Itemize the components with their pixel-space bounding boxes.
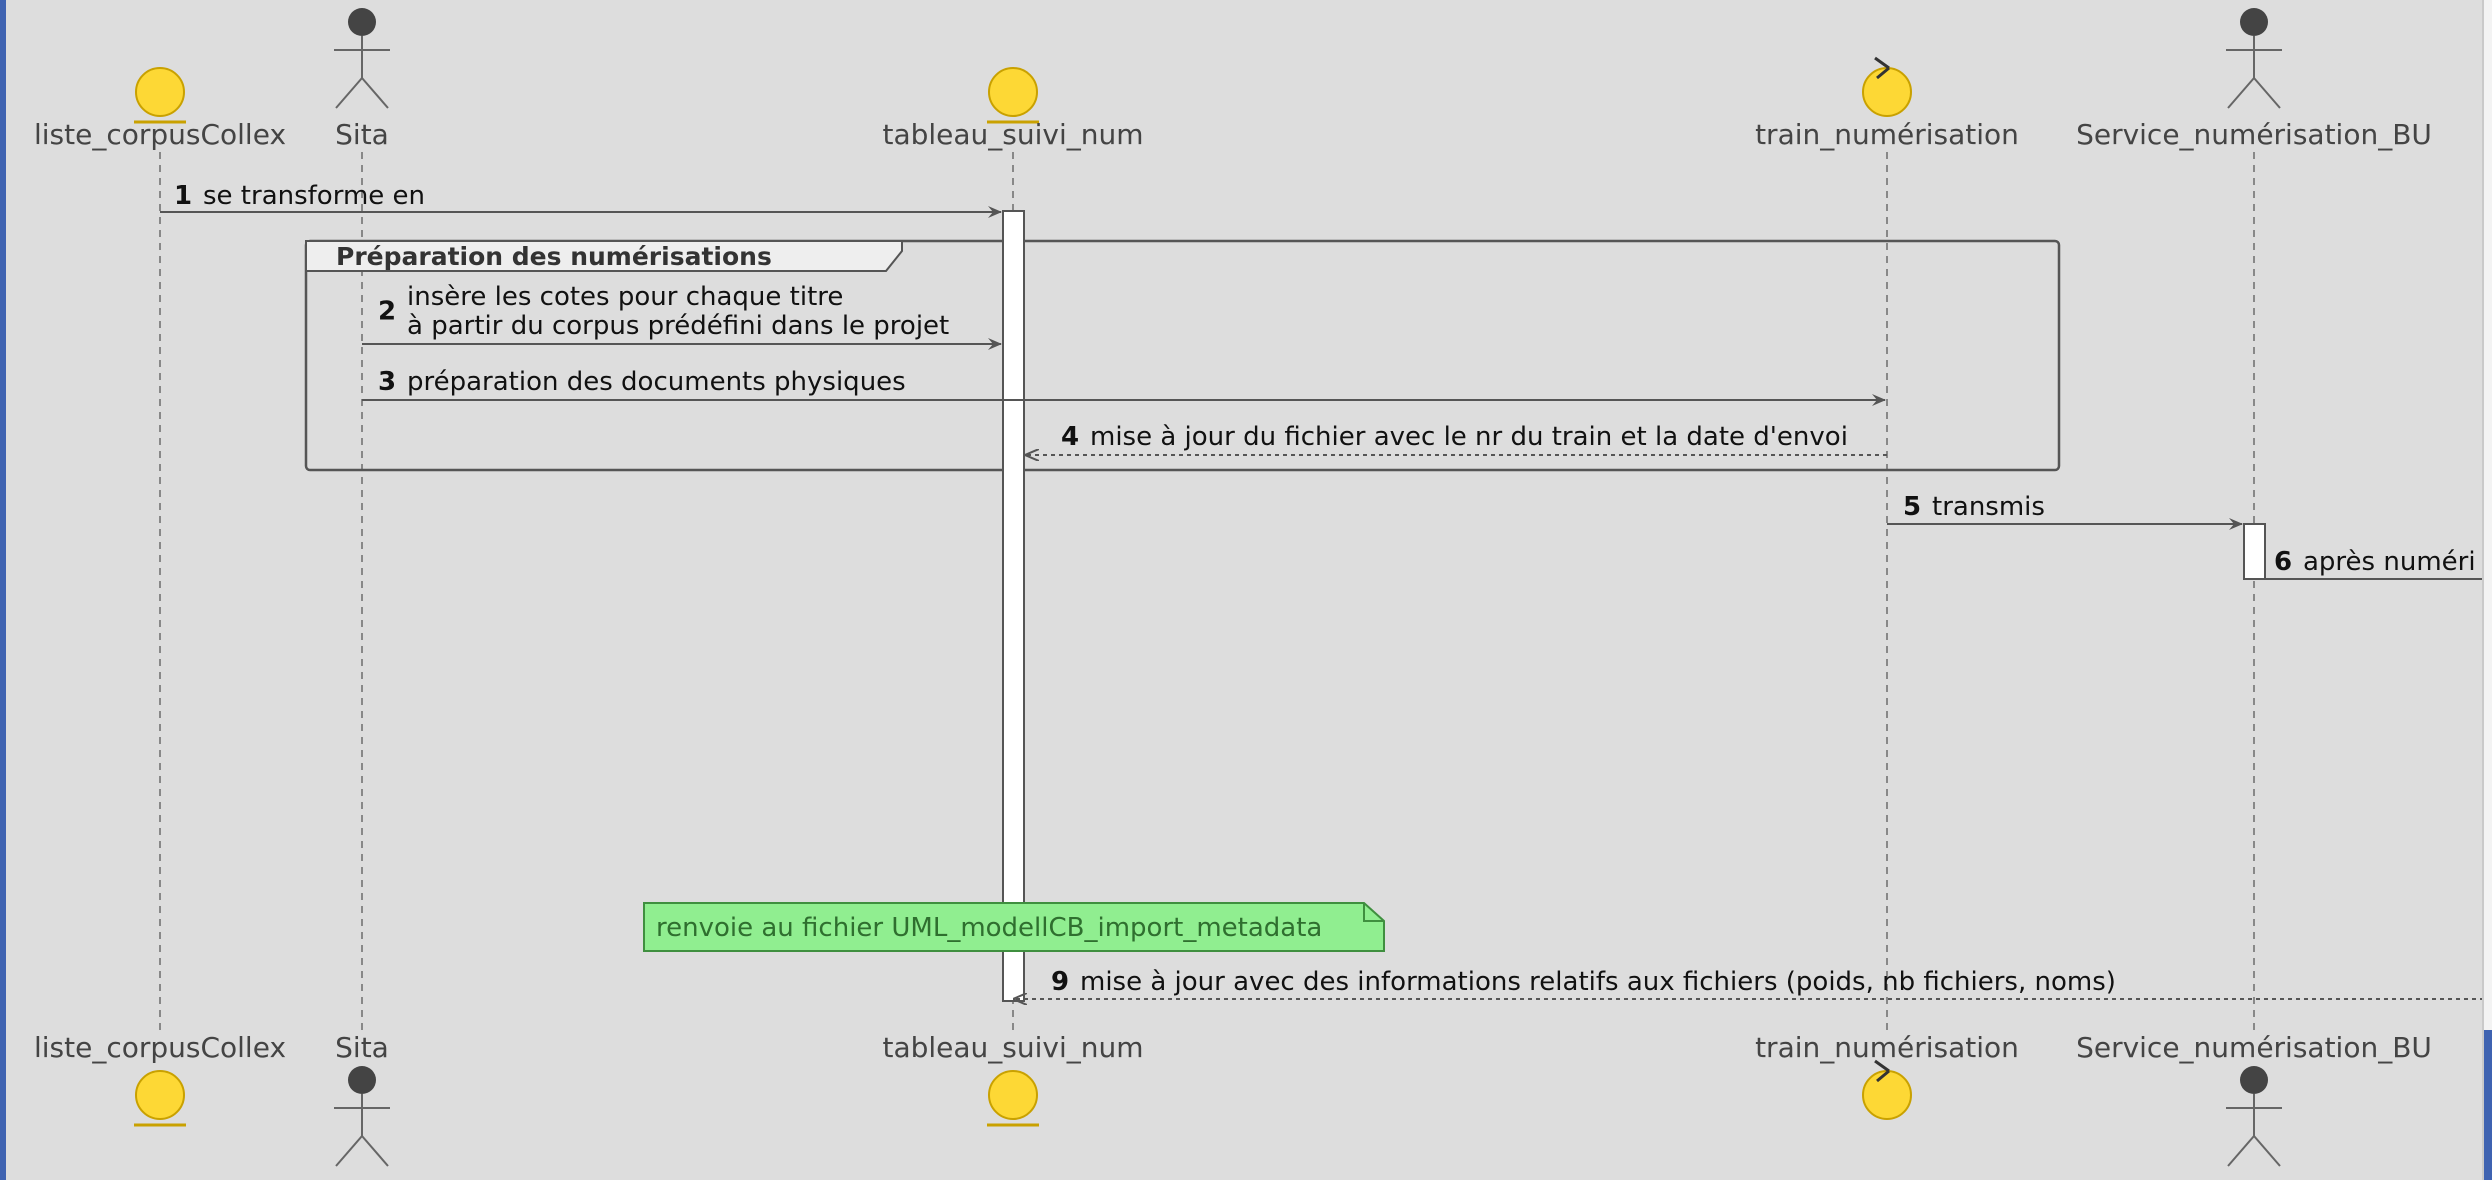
participant-bottom-icon-p4-circle — [1862, 1070, 1912, 1120]
participant-label-bottom: liste_corpusCollex — [34, 1031, 286, 1064]
participant-bottom-icon-p5-head — [2240, 1066, 2268, 1094]
participant-bottom-icon-p2-leg-right — [361, 1135, 389, 1167]
note-text: renvoie au fichier UML_modellCB_import_m… — [656, 913, 1322, 943]
participant-bottom-icon-p5-leg-right — [2253, 1135, 2281, 1167]
participant-label-top: liste_corpusCollex — [34, 118, 286, 151]
message-number: 6 — [2274, 547, 2292, 577]
participant-bottom-icon-p1-circle — [135, 1070, 185, 1120]
group-title-tab — [305, 240, 903, 272]
activation-bar-tableau — [1002, 210, 1025, 1002]
participant-top-icon-p2-leg-right — [361, 77, 389, 109]
activation-bar-service — [2243, 523, 2266, 580]
participant-top-icon-p2-head — [348, 8, 376, 36]
participant-label-bottom: tableau_suivi_num — [882, 1031, 1143, 1064]
participant-top-icon-p5 — [2226, 8, 2282, 109]
participant-bottom-icon-p3-circle — [988, 1070, 1038, 1120]
participant-top-icon-p5-head — [2240, 8, 2268, 36]
participant-top-icon-p4-circle — [1862, 67, 1912, 117]
message-number: 4 — [1061, 422, 1079, 452]
message-number: 2 — [378, 297, 396, 327]
participant-top-icon-p4 — [1862, 56, 1912, 117]
group-frame — [304, 239, 2061, 472]
message-label: mise à jour du fichier avec le nr du tra… — [1090, 422, 1848, 452]
participant-top-icon-p1-circle — [135, 67, 185, 117]
group-title: Préparation des numérisations — [336, 242, 772, 271]
message-label: transmis — [1932, 492, 2045, 522]
participant-top-icon-p1 — [134, 67, 186, 124]
message-number: 5 — [1903, 492, 1921, 522]
participant-bottom-icon-p1 — [134, 1070, 186, 1127]
participant-label-top: Sita — [335, 118, 389, 151]
window-left-border — [0, 0, 6, 1180]
participant-label-bottom: train_numérisation — [1755, 1031, 2019, 1064]
participant-top-icon-p5-leg-left — [2227, 77, 2255, 109]
message-label: préparation des documents physiques — [407, 367, 906, 397]
note-box — [643, 902, 1385, 952]
message-label: à partir du corpus prédéfini dans le pro… — [407, 311, 949, 341]
participant-bottom-icon-p2-head — [348, 1066, 376, 1094]
participant-top-icon-p5-leg-right — [2253, 77, 2281, 109]
participant-bottom-icon-p2-leg-left — [335, 1135, 363, 1167]
participant-top-icon-p2 — [334, 8, 390, 109]
participant-bottom-icon-p4-arrowhead — [1874, 1059, 1890, 1083]
scrollbar-thumb[interactable] — [2484, 1030, 2492, 1180]
message-label: mise à jour avec des informations relati… — [1080, 967, 2116, 997]
message-number: 9 — [1051, 967, 1069, 997]
message-number: 1 — [174, 181, 192, 211]
participant-label-top: train_numérisation — [1755, 118, 2019, 151]
message-label: insère les cotes pour chaque titre — [407, 282, 843, 312]
participant-bottom-icon-p3 — [987, 1070, 1039, 1127]
participant-bottom-icon-p5 — [2226, 1066, 2282, 1167]
message-label: après numéri — [2303, 547, 2476, 577]
participant-label-top: tableau_suivi_num — [882, 118, 1143, 151]
note-fold — [1363, 903, 1384, 922]
participant-label-bottom: Service_numérisation_BU — [2076, 1031, 2432, 1064]
participant-top-icon-p3-circle — [988, 67, 1038, 117]
participant-top-icon-p2-leg-left — [335, 77, 363, 109]
message-number: 3 — [378, 367, 396, 397]
participant-bottom-icon-p2 — [334, 1066, 390, 1167]
participant-label-top: Service_numérisation_BU — [2076, 118, 2432, 151]
participant-label-bottom: Sita — [335, 1031, 389, 1064]
participant-top-icon-p4-arrowhead — [1874, 56, 1890, 80]
participant-bottom-icon-p4 — [1862, 1059, 1912, 1120]
participant-bottom-icon-p5-leg-left — [2227, 1135, 2255, 1167]
window-right-scrollbar[interactable] — [2482, 0, 2492, 1180]
message-label: se transforme en — [203, 181, 425, 211]
participant-top-icon-p3 — [987, 67, 1039, 124]
